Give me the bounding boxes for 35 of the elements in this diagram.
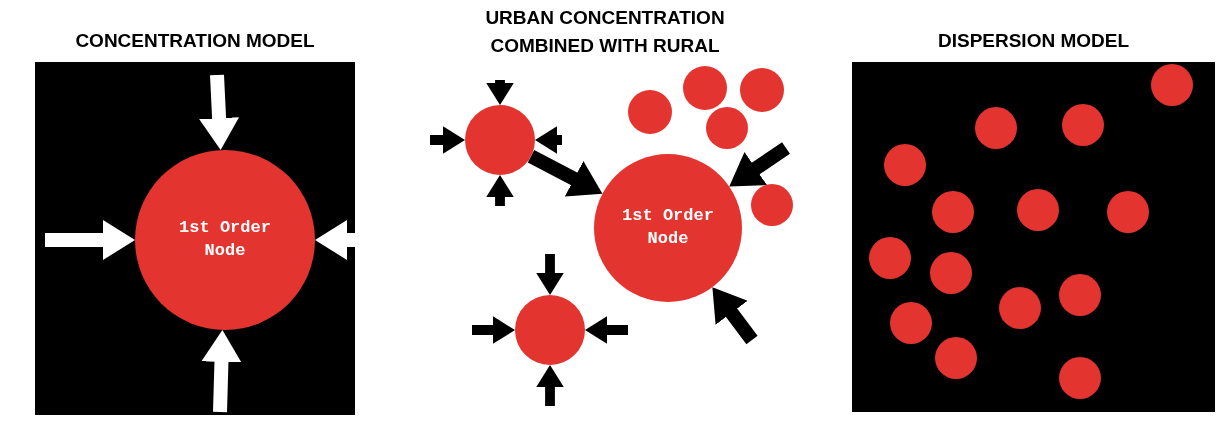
node-circle: 1st Order Node bbox=[594, 154, 742, 302]
node-circle bbox=[869, 237, 911, 279]
arrow bbox=[585, 316, 628, 344]
node-circle bbox=[1151, 64, 1193, 106]
arrow bbox=[536, 365, 564, 406]
node-circle bbox=[932, 191, 974, 233]
arrow bbox=[486, 80, 514, 105]
node-circle bbox=[930, 252, 972, 294]
node-circle bbox=[683, 66, 727, 110]
arrow bbox=[486, 175, 514, 206]
node-circle bbox=[1062, 104, 1104, 146]
arrow bbox=[536, 254, 564, 295]
node-circle bbox=[751, 184, 793, 226]
panel-heading: CONCENTRATION MODEL bbox=[74, 30, 316, 52]
node-circle bbox=[1059, 357, 1101, 399]
node-circle bbox=[884, 144, 926, 186]
node-circle bbox=[706, 107, 748, 149]
arrow bbox=[199, 74, 240, 151]
arrow bbox=[201, 329, 242, 413]
node-circle bbox=[935, 337, 977, 379]
arrow bbox=[472, 316, 515, 344]
node-circle bbox=[1059, 274, 1101, 316]
node-circle bbox=[740, 68, 784, 112]
node-circle bbox=[628, 90, 672, 134]
arrow bbox=[535, 126, 562, 154]
node-circle bbox=[975, 107, 1017, 149]
arrow bbox=[45, 220, 135, 260]
node-circle: 1st Order Node bbox=[135, 150, 315, 330]
panel-heading: DISPERSION MODEL bbox=[936, 30, 1131, 52]
node-circle bbox=[1017, 189, 1059, 231]
node-circle bbox=[999, 287, 1041, 329]
diagram-heading: URBAN CONCENTRATION COMBINED WITH RURAL bbox=[484, 6, 726, 58]
node-circle bbox=[890, 302, 932, 344]
arrow bbox=[430, 126, 465, 154]
node-circle bbox=[1107, 191, 1149, 233]
